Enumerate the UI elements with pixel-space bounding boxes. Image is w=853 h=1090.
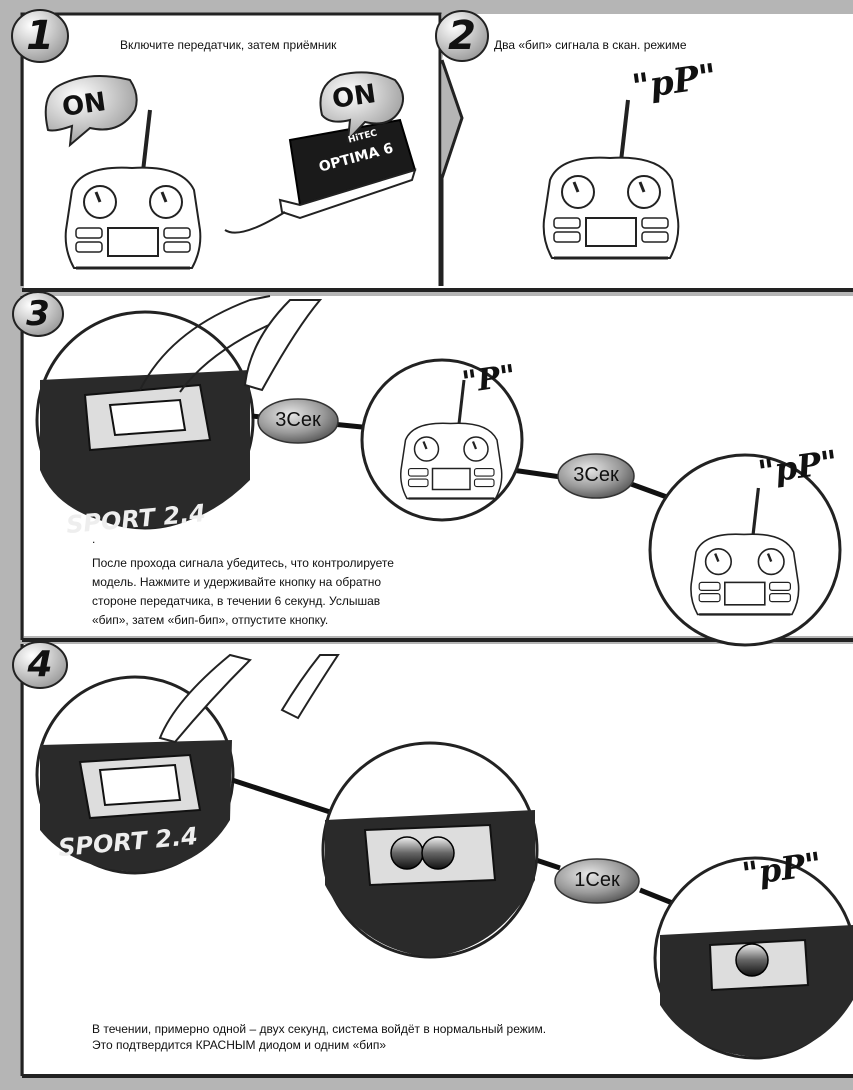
beep-sound-label: "P" bbox=[459, 358, 519, 401]
timer-label: 1Сек bbox=[574, 869, 620, 891]
caption-line: После прохода сигнала убедитесь, что кон… bbox=[92, 556, 394, 570]
timer-label: 3Сек bbox=[573, 464, 619, 486]
dot-mark: . bbox=[92, 532, 96, 546]
caption-line: «бип», затем «бип-бип», отпустите кнопку… bbox=[92, 613, 329, 627]
step-number: 1 bbox=[26, 13, 54, 59]
caption-line: стороне передатчика, в течении 6 секунд.… bbox=[92, 594, 381, 608]
caption-line: модель. Нажмите и удерживайте кнопку на … bbox=[92, 575, 382, 589]
receiver-icon bbox=[224, 118, 417, 234]
step-2-caption: Два «бип» сигнала в скан. режиме bbox=[494, 38, 687, 52]
step-3-caption: После прохода сигнала убедитесь, что кон… bbox=[92, 554, 532, 630]
step-number: 4 bbox=[27, 644, 53, 685]
button-closeup-left-icon bbox=[35, 295, 281, 530]
finger-icon bbox=[243, 299, 323, 392]
step-number: 3 bbox=[26, 294, 50, 334]
timer-pill bbox=[257, 398, 339, 444]
caption-line: В течении, примерно одной – двух секунд,… bbox=[92, 1022, 547, 1036]
step-1-caption: Включите передатчик, затем приёмник bbox=[120, 38, 337, 52]
step-4-caption: В течении, примерно одной – двух секунд,… bbox=[92, 1021, 672, 1053]
button-closeup-middle-icon bbox=[321, 741, 539, 959]
on-badge-right-icon bbox=[319, 71, 405, 143]
timer-pill bbox=[557, 453, 635, 499]
button-closeup-right-icon bbox=[653, 856, 853, 1060]
step-badge bbox=[11, 9, 489, 689]
finger-icon bbox=[158, 653, 340, 744]
on-badge-left-icon bbox=[44, 75, 138, 148]
timer-label: 3Сек bbox=[275, 409, 321, 431]
caption-line: Это подтвердится КРАСНЫМ диодом и одним … bbox=[92, 1038, 386, 1052]
timer-pill bbox=[554, 858, 640, 904]
step-number: 2 bbox=[448, 13, 476, 59]
